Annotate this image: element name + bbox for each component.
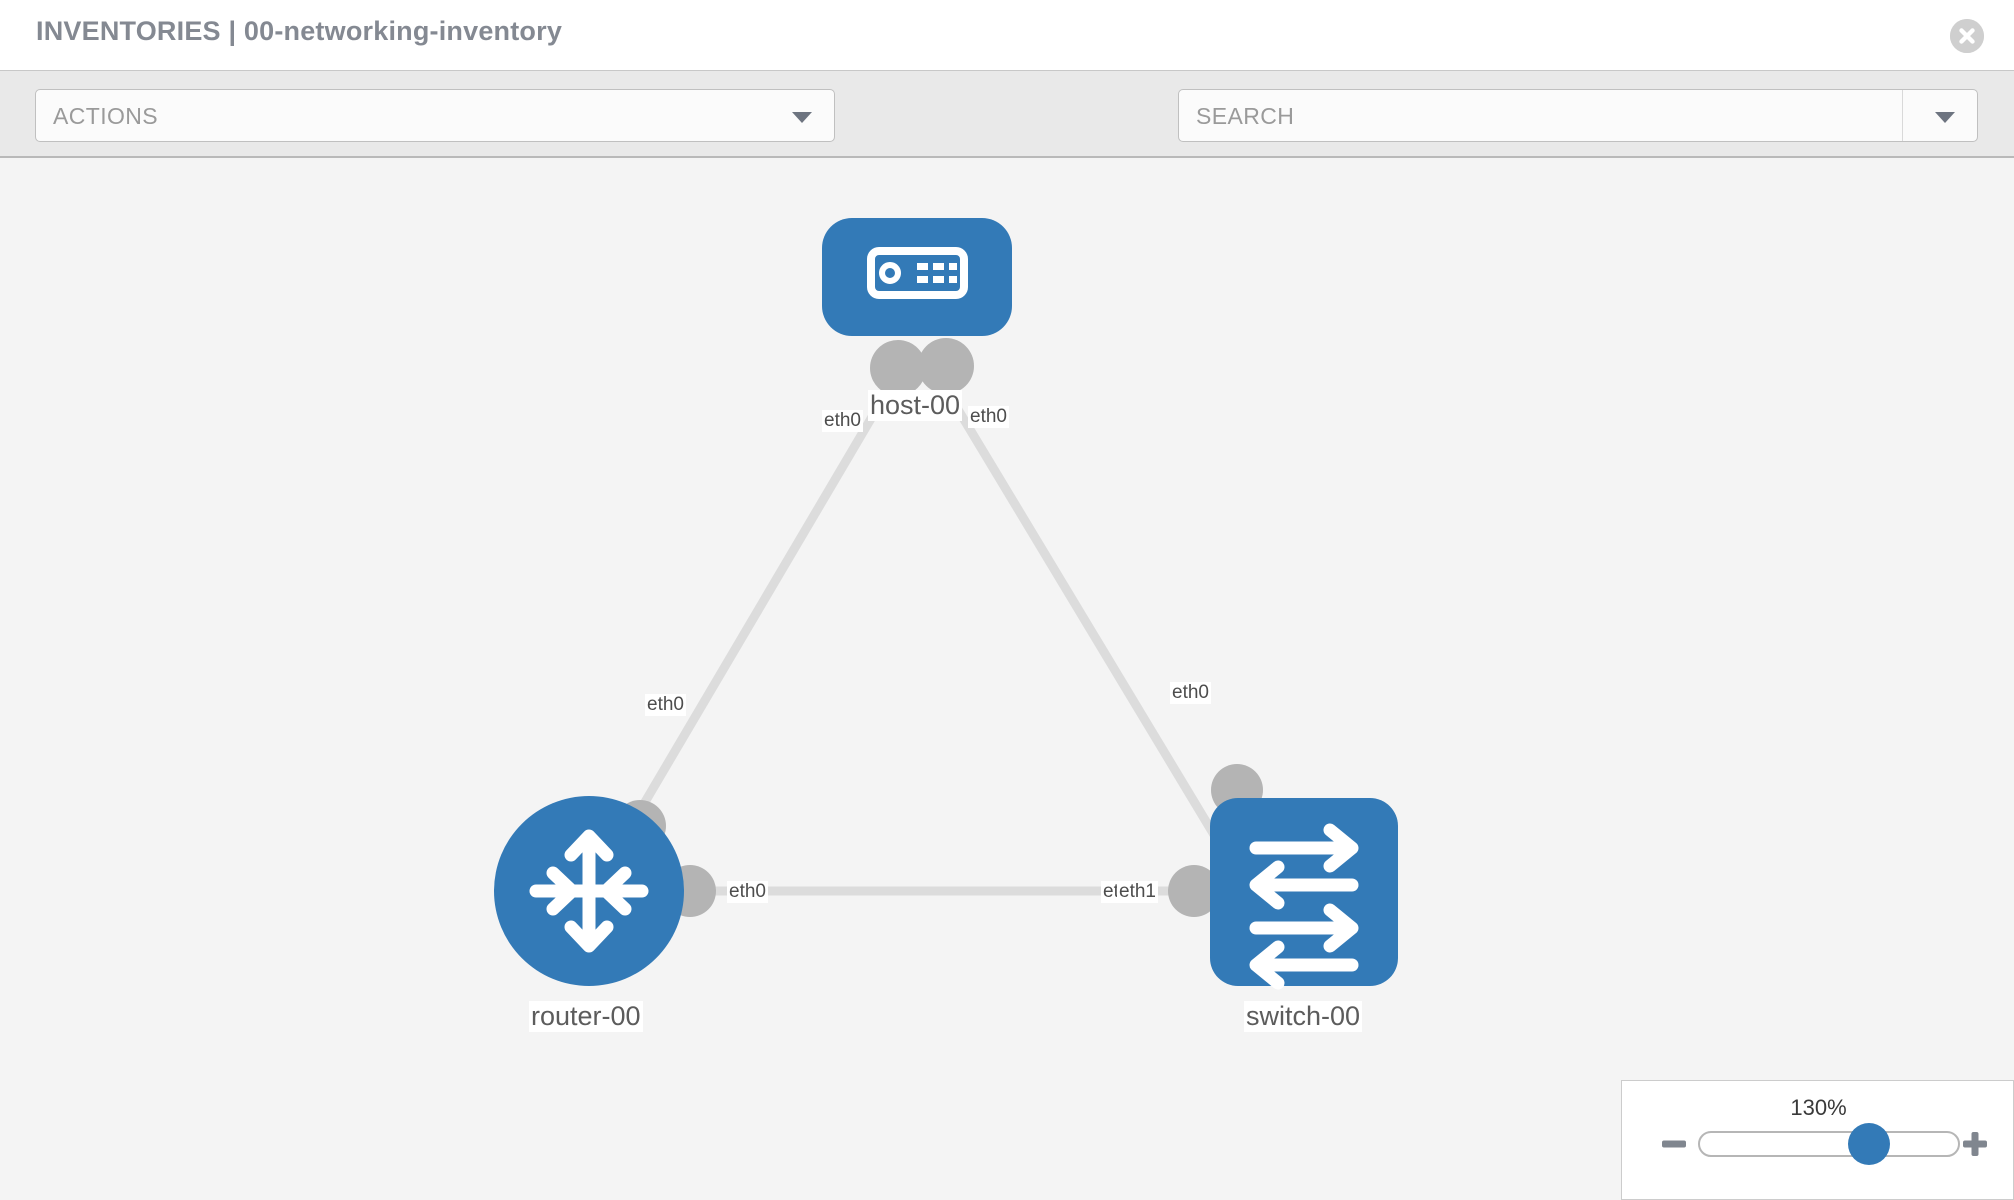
router-icon bbox=[529, 829, 649, 953]
zoom-slider-thumb[interactable] bbox=[1848, 1123, 1890, 1165]
edge-host-router bbox=[608, 380, 896, 861]
node-label-switch-00: switch-00 bbox=[1244, 1001, 1363, 1032]
minus-icon bbox=[1662, 1140, 1686, 1148]
graph-endpoints bbox=[614, 338, 1263, 917]
zoom-slider-track[interactable] bbox=[1698, 1131, 1960, 1157]
graph-edges bbox=[608, 380, 1232, 896]
zoom-out-button[interactable] bbox=[1659, 1129, 1689, 1164]
edge-host-switch bbox=[938, 380, 1232, 861]
topology-canvas[interactable]: eth0 eth0 host-00 eth0 eth0 eth0 eth eth… bbox=[0, 158, 2014, 1200]
node-host-00[interactable] bbox=[822, 218, 1012, 336]
node-label-router-00: router-00 bbox=[529, 1001, 643, 1032]
actions-dropdown-label: ACTIONS bbox=[53, 103, 159, 129]
node-router-00[interactable] bbox=[494, 796, 684, 986]
endpoint-host-left bbox=[870, 340, 926, 396]
page-header: INVENTORIES | 00-networking-inventory bbox=[0, 0, 2014, 70]
endpoint-host-right bbox=[918, 338, 974, 394]
plus-icon bbox=[1963, 1132, 1987, 1156]
chevron-down-icon[interactable] bbox=[1935, 112, 1955, 123]
topology-graph bbox=[494, 218, 1398, 990]
zoom-in-button[interactable] bbox=[1960, 1129, 1990, 1164]
node-label-host-00: host-00 bbox=[868, 390, 963, 421]
zoom-control-panel: 130% bbox=[1621, 1080, 2014, 1200]
node-switch-00[interactable] bbox=[1210, 798, 1398, 990]
actions-dropdown[interactable]: ACTIONS bbox=[35, 89, 835, 142]
zoom-level-label: 130% bbox=[1790, 1095, 1847, 1120]
close-icon bbox=[1950, 19, 1984, 53]
search-divider bbox=[1902, 90, 1903, 141]
search-field[interactable]: SEARCH bbox=[1178, 89, 1978, 142]
endpoint-switch-left bbox=[1168, 865, 1220, 917]
page-title: INVENTORIES | 00-networking-inventory bbox=[36, 16, 563, 46]
edge-label-router-switch-right: eth1 bbox=[1117, 881, 1158, 903]
chevron-down-icon bbox=[792, 112, 812, 123]
edge-label-router-host: eth0 bbox=[645, 694, 686, 716]
toolbar: ACTIONS SEARCH bbox=[0, 70, 2014, 199]
edge-label-switch-host: eth0 bbox=[1170, 682, 1211, 704]
server-icon bbox=[867, 247, 968, 299]
close-button[interactable] bbox=[1950, 19, 1984, 53]
edge-label-router-switch-left: eth0 bbox=[727, 881, 768, 903]
edge-label-host-router: eth0 bbox=[822, 410, 863, 432]
switch-icon bbox=[1249, 823, 1359, 990]
search-placeholder: SEARCH bbox=[1196, 103, 1295, 129]
edge-label-host-switch: eth0 bbox=[968, 406, 1009, 428]
